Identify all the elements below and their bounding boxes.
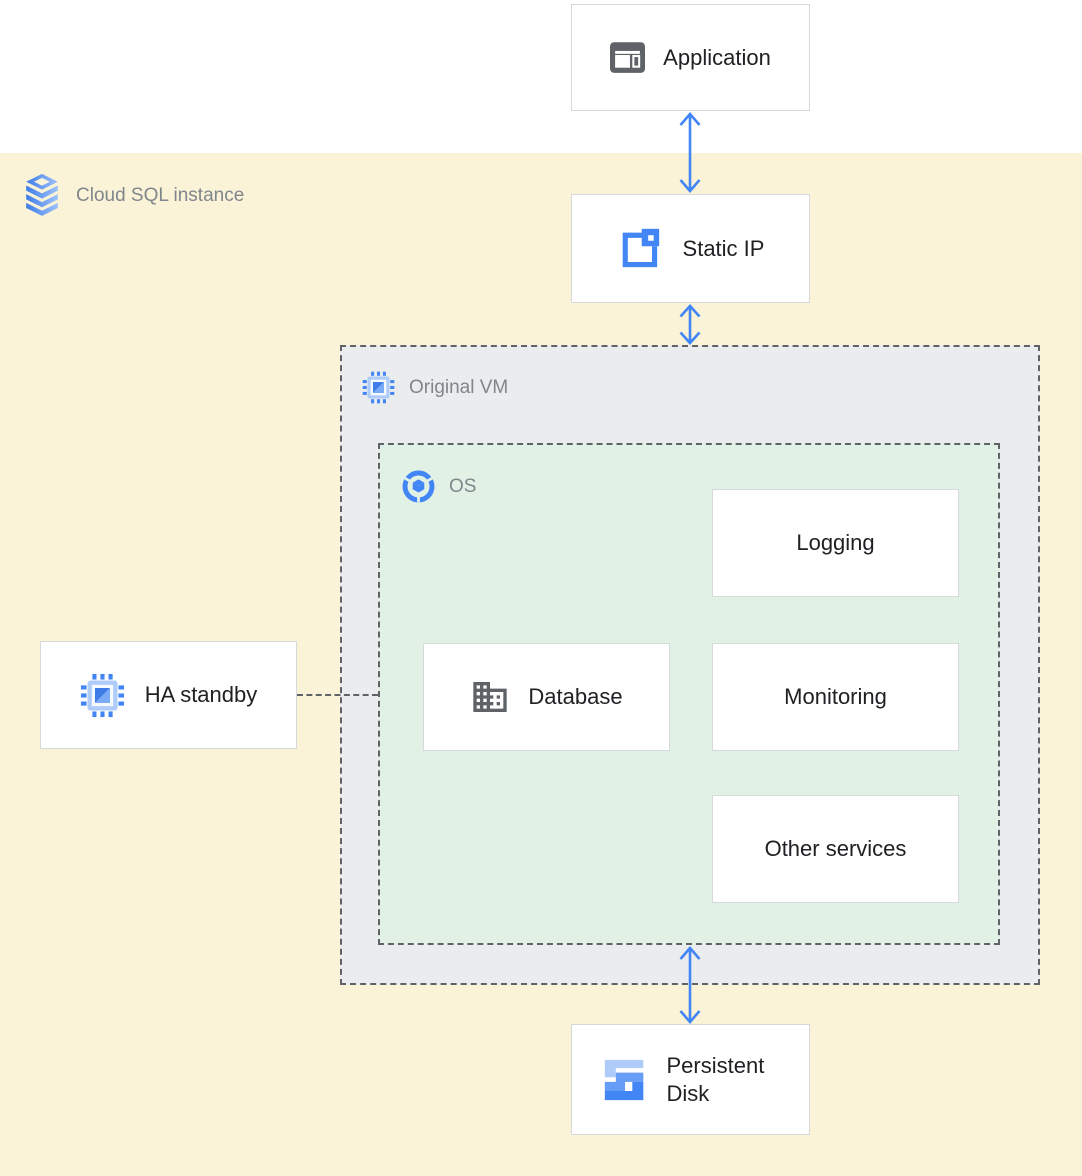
arrow-application-staticip [679, 112, 701, 193]
os-label-text: OS [449, 475, 477, 497]
original-vm-label-text: Original VM [409, 376, 509, 398]
node-other-services: Other services [712, 795, 959, 903]
connector-ha-standby-os [297, 694, 378, 696]
node-application: Application [571, 4, 810, 111]
node-monitoring: Monitoring [712, 643, 959, 751]
original-vm-group: Original VM OS Logging [340, 345, 1040, 985]
os-group: OS Logging Database Monitoring Other ser… [378, 443, 1000, 945]
monitoring-label: Monitoring [784, 684, 887, 710]
other-services-label: Other services [764, 836, 907, 862]
cloud-sql-zone-label: Cloud SQL instance [22, 173, 244, 218]
logging-label: Logging [796, 530, 875, 556]
original-vm-label-row: Original VM [362, 371, 508, 404]
static-ip-icon [622, 228, 659, 267]
os-icon [402, 470, 435, 503]
node-static-ip: Static IP [571, 194, 810, 303]
database-building-icon [473, 682, 508, 712]
static-ip-label: Static IP [682, 235, 765, 261]
database-label: Database [528, 684, 623, 710]
persistent-disk-icon [604, 1059, 643, 1100]
node-persistent-disk: Persistent Disk [571, 1024, 810, 1135]
node-database: Database [423, 643, 670, 751]
application-label: Application [663, 44, 771, 70]
ha-standby-label: HA standby [144, 682, 258, 708]
node-logging: Logging [712, 489, 959, 597]
vm-chip-icon [80, 673, 124, 717]
cloud-sql-zone-label-text: Cloud SQL instance [76, 184, 245, 206]
node-ha-standby: HA standby [40, 641, 297, 749]
vm-chip-icon [362, 371, 395, 404]
cloud-sql-icon [26, 173, 58, 216]
application-window-icon [610, 42, 646, 73]
persistent-disk-label: Persistent Disk [666, 1053, 765, 1106]
arrow-os-persistentdisk [679, 946, 701, 1024]
arrow-staticip-vm [679, 304, 701, 345]
os-label-row: OS [402, 470, 476, 503]
